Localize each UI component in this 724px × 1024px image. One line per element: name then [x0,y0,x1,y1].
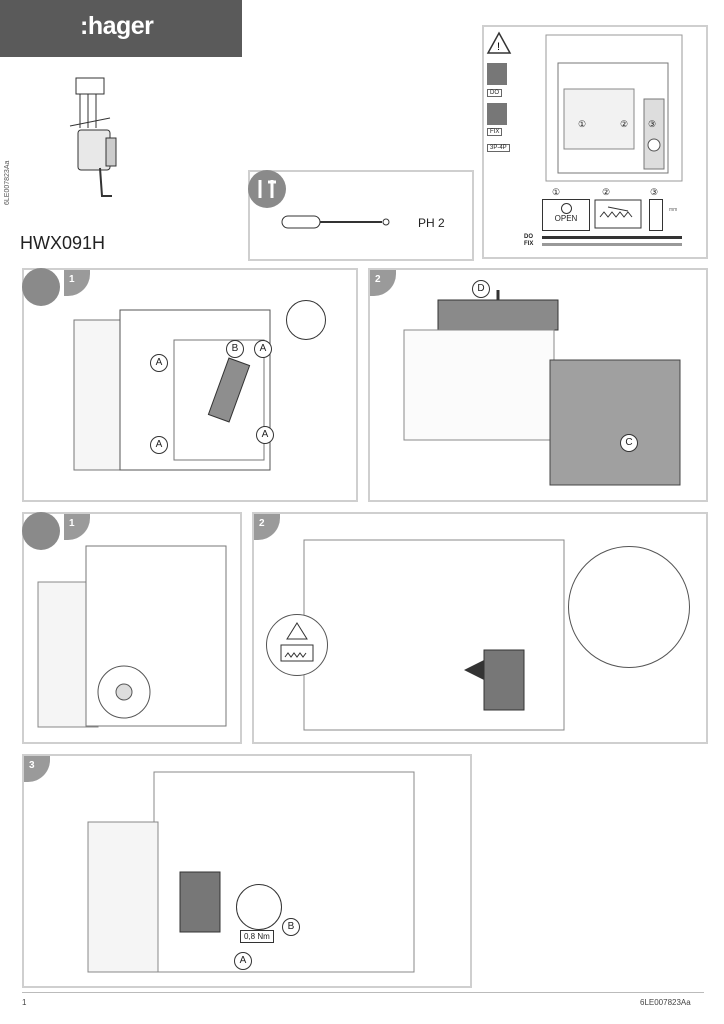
zoom-detail-callout [568,546,690,668]
warning-icon: ! [486,31,512,54]
screwdriver-torque-icon [236,884,282,930]
screwdriver-icon [281,215,390,229]
tag-3p-4p: 3P-4P [487,144,510,152]
step-number: 1 [64,514,90,540]
marker-3: ③ [650,187,659,197]
torque-value: 0,8 Nm [240,930,274,943]
step-number: 1 [64,270,90,296]
warning-callout [266,614,328,676]
step-number: 2 [254,514,280,540]
legend-fix-bar [542,243,682,246]
do-symbol [487,63,507,85]
marker-2-top: ② [620,119,629,129]
svg-text:!: ! [497,41,500,53]
marker-3-top: ③ [648,119,657,129]
brand-logo: :hager [80,12,154,40]
open-circle-icon [560,203,572,214]
legend-do-bar [542,236,682,239]
breaker-mechanism-drawing [37,545,227,728]
fix-symbol [487,103,507,125]
footer-doc-code: 6LE007823Aa [640,998,691,1007]
label-a: A [254,340,272,358]
tools-icon [248,170,286,208]
screwdriver-size: PH 2 [418,216,445,230]
position-indicator [649,199,663,231]
remove-step2-panel: 2 D C [368,268,708,502]
small-mm: mm [669,207,678,213]
legend-do: DO [524,234,533,240]
label-a: A [234,952,252,970]
marker-1-top: ① [578,119,587,129]
tools-panel: PH 2 [248,170,474,261]
remove-icon [22,268,60,306]
install-step1-panel: 1 [22,512,242,744]
step-number: 3 [24,756,50,782]
install-icon [22,512,60,550]
label-d: D [472,280,490,298]
breaker-open-drawing [403,290,681,486]
label-a: A [150,354,168,372]
open-indicator: OPEN [542,199,590,231]
label-b: B [282,918,300,936]
product-sketch [69,77,117,197]
install-step3-panel: 3 0,8 Nm B A [22,754,472,988]
footer-divider [22,992,704,993]
marker-2: ② [602,187,611,197]
accessory-fixed-drawing [87,771,415,973]
open-label: OPEN [554,214,578,223]
page-number: 1 [22,998,27,1007]
vertical-doc-code: 6LE007823Aa [4,160,11,205]
tag-fix: FIX [487,128,503,136]
breaker-front-cover-drawing [73,309,271,471]
breaker-front-drawing [545,34,683,182]
remove-step1-panel: 1 A A A A B [22,268,358,502]
step-number: 2 [370,270,396,296]
install-step2-panel: 2 [252,512,708,744]
label-a: A [256,426,274,444]
marker-1: ① [552,187,561,197]
spring-charged-indicator [594,199,642,229]
product-code: HWX091H [20,233,106,253]
label-a: A [150,436,168,454]
screwdriver-callout-icon [286,300,326,340]
brand-header: :hager [0,0,242,57]
label-b: B [226,340,244,358]
reference-panel: ! DO FIX 3P-4P ① ② ③ ① ② ③ OPEN mm DO FI… [482,25,708,259]
tag-do: DO [487,89,502,97]
legend-fix: FIX [524,241,534,247]
accessory-insertion-drawing [303,539,565,731]
label-c: C [620,434,638,452]
